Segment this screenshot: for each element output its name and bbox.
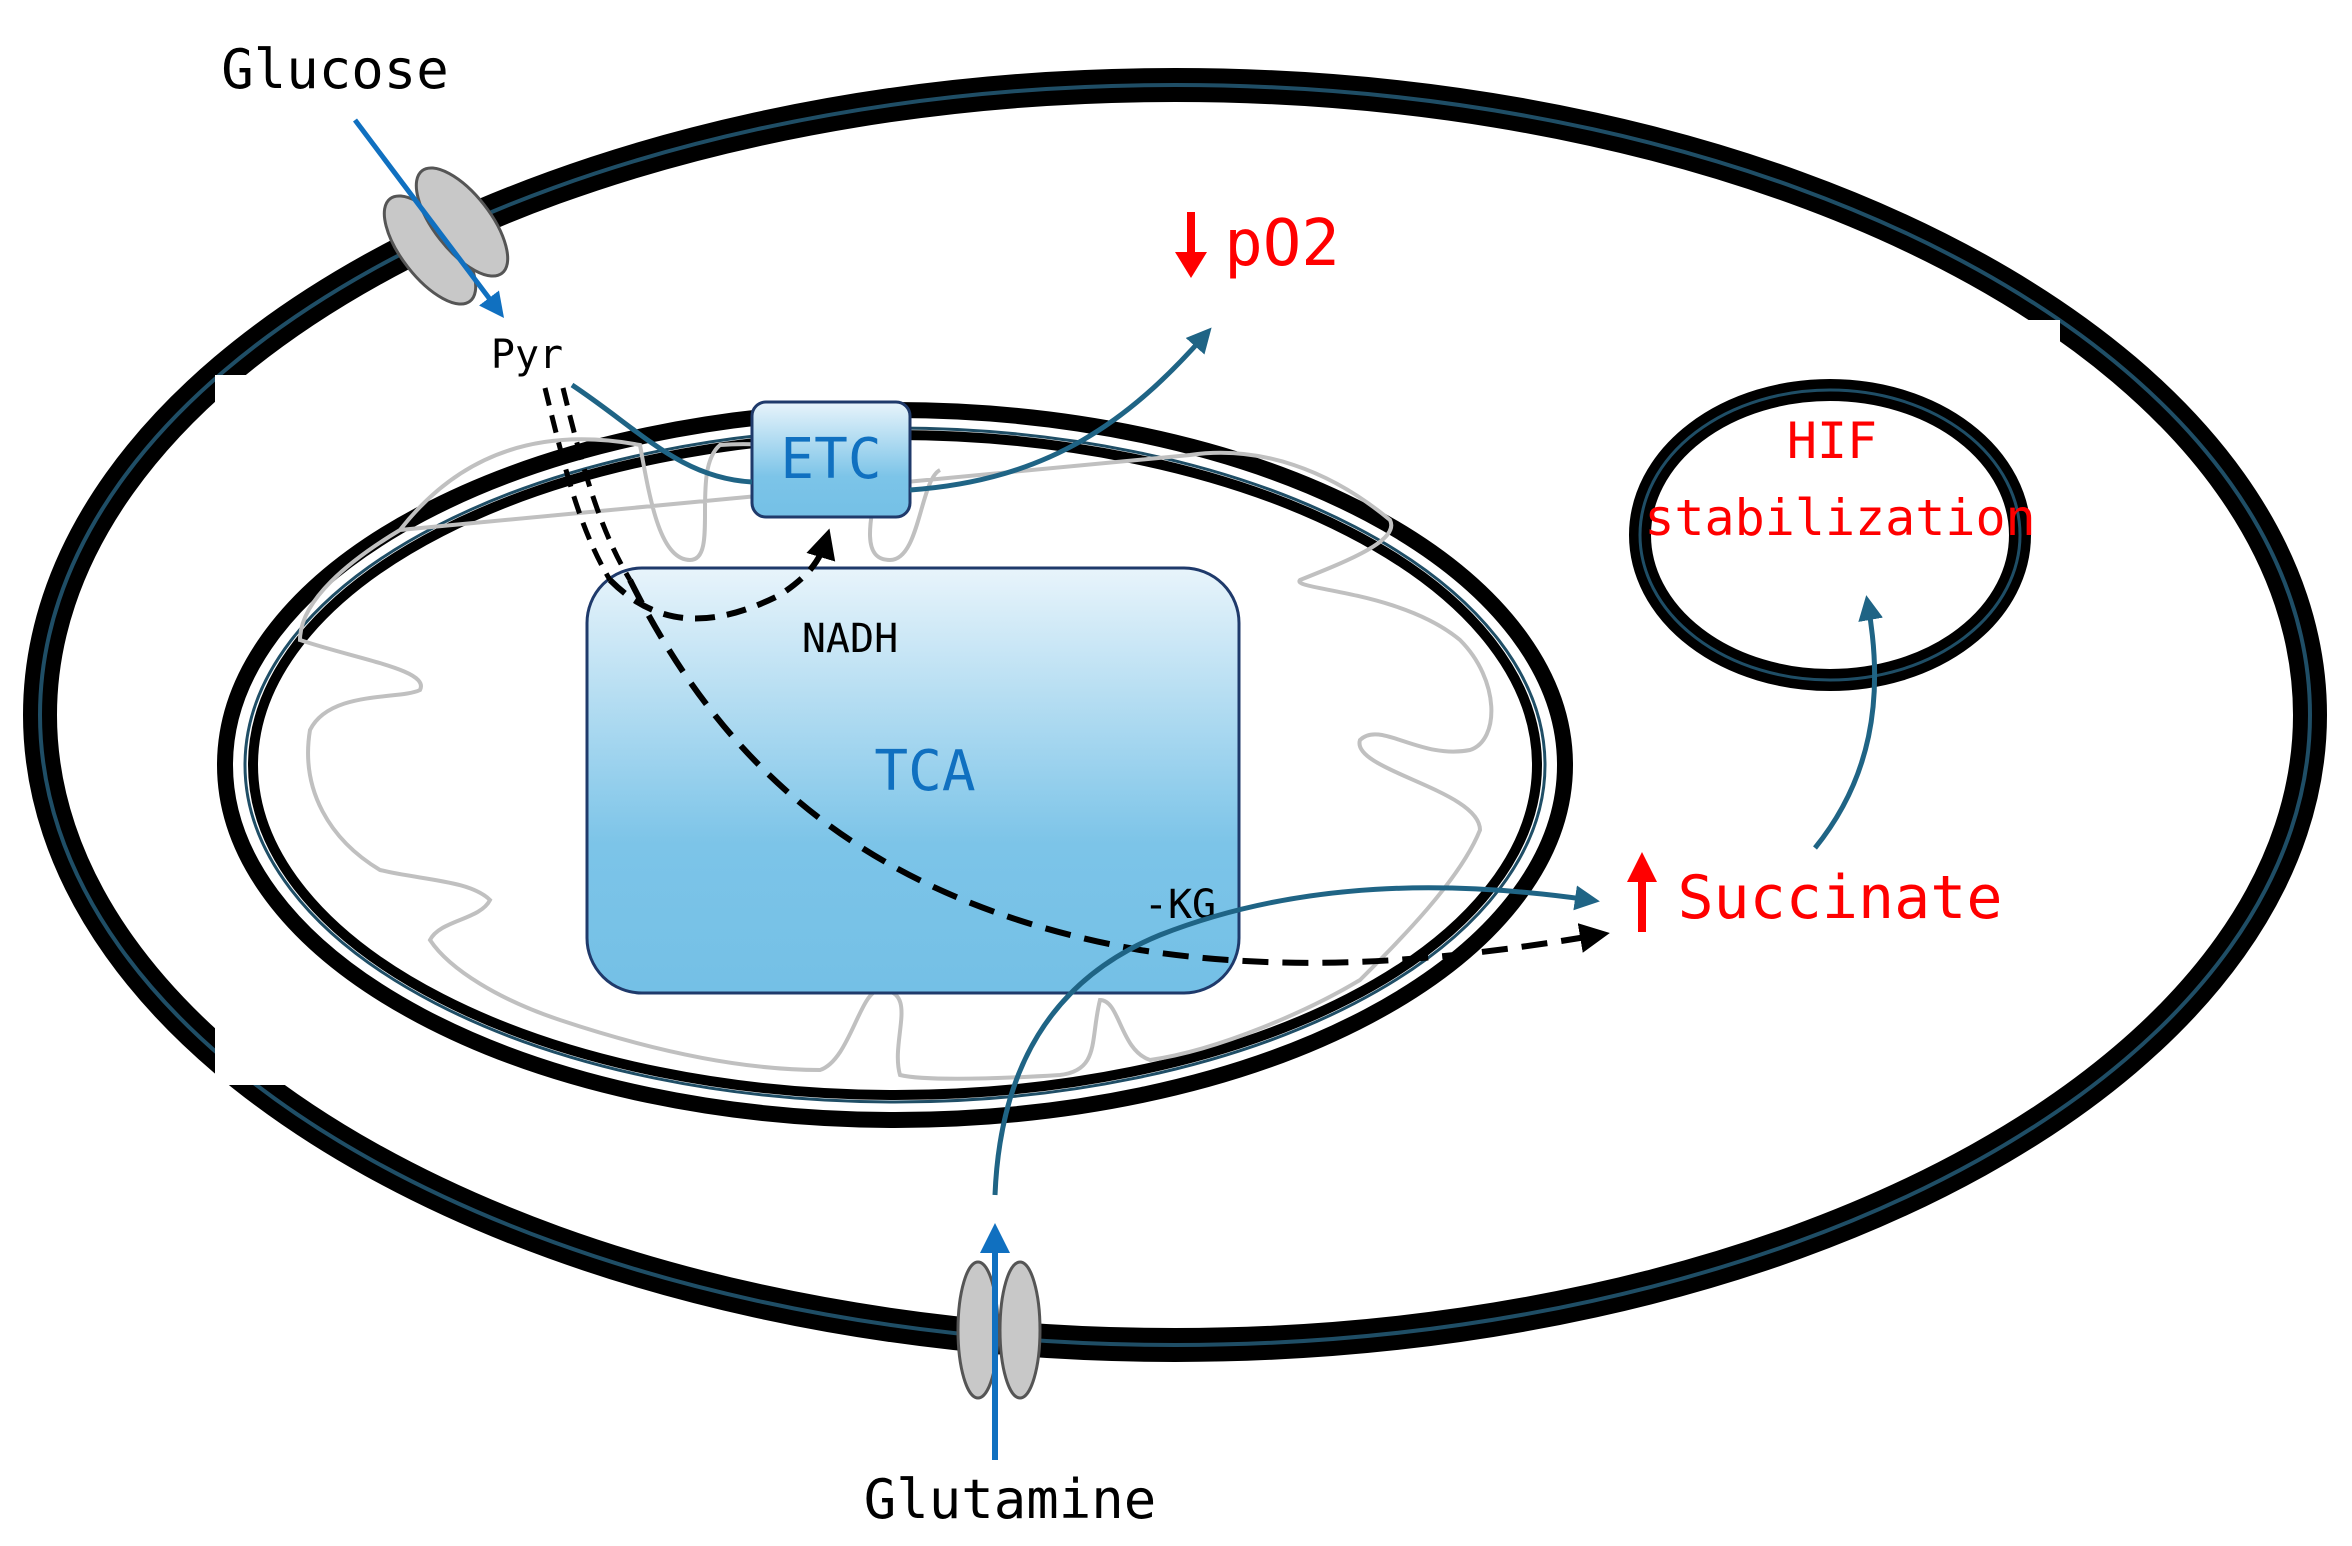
glutamine-label: Glutamine [864,1468,1157,1531]
pyr-mito-dashed-1 [542,387,613,582]
cell-membrane [23,68,2327,1362]
pyr-mito-dashed-2 [560,387,633,582]
cristae [297,437,1494,1081]
pyr-etc-arrow [570,382,753,485]
succinate-hif-arrow [1813,595,1883,850]
nadh-etc-dashed-arrow [607,528,836,622]
nadh-label: NADH [802,616,898,662]
hif-label-line2: stabilization [1644,489,2035,547]
etc-box [750,400,912,519]
nucleus [1629,379,2031,691]
tca-box [585,566,1241,995]
glucose-transporter-icon [382,166,510,306]
succinate-label: Succinate [1677,863,2002,933]
etc-po2-arrow [909,327,1212,493]
pyr-label: Pyr [491,332,563,378]
membrane-gap-right [1965,320,2060,380]
glutamine-transporter-icon [956,1260,1042,1400]
tca-succinate-dashed-arrow [627,578,1610,966]
glutamine-succinate-arrow [992,885,1600,1196]
up-arrow-icon [1627,852,1657,932]
tca-label: TCA [874,739,975,804]
etc-label: ETC [780,427,881,492]
glucose-label: Glucose [221,38,449,101]
hif-label-line1: HIF [1787,412,1877,470]
glucose-pyr-arrow [353,118,505,318]
po2-label: pO2 [1224,207,1340,281]
down-arrow-icon [1175,212,1207,278]
